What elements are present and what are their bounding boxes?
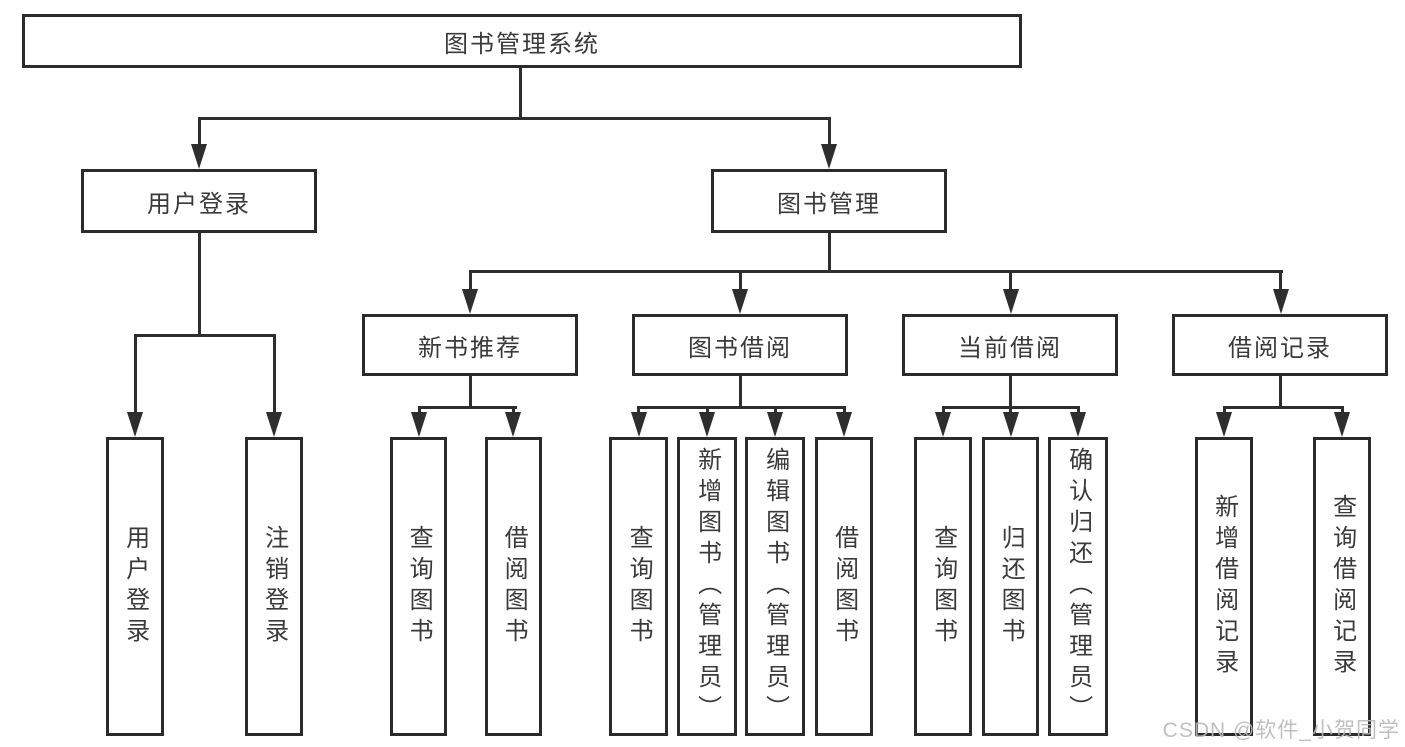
connector-line xyxy=(1222,406,1344,409)
leaf-borrow-books-borrow-label: 借阅图书 xyxy=(830,524,858,649)
arrow-down-icon xyxy=(191,144,207,169)
watermark: CSDN @软件_小贺同学 xyxy=(1162,719,1400,742)
node-current-borrowing: 当前借阅 xyxy=(902,314,1118,376)
leaf-query-books-borrow-label: 查询图书 xyxy=(625,524,653,649)
leaf-return-books-label: 归还图书 xyxy=(997,524,1025,649)
arrow-down-icon xyxy=(1272,289,1289,314)
connector-line xyxy=(827,119,831,149)
arrow-down-icon xyxy=(505,412,521,437)
leaf-borrow-books-newrec: 借阅图书 xyxy=(485,437,542,736)
connector-line xyxy=(197,117,831,120)
leaf-query-borrow-record: 查询借阅记录 xyxy=(1313,437,1371,736)
arrow-down-icon xyxy=(767,412,783,437)
arrow-down-icon xyxy=(1070,412,1086,437)
leaf-query-books-current-label: 查询图书 xyxy=(929,524,957,649)
node-user-login-label: 用户登录 xyxy=(147,190,251,218)
leaf-query-books-newrec: 查询图书 xyxy=(390,437,447,736)
leaf-query-books-current: 查询图书 xyxy=(914,437,972,736)
node-borrowing-records: 借阅记录 xyxy=(1172,314,1388,376)
node-library-system: 图书管理系统 xyxy=(22,14,1022,68)
leaf-user-login-label: 用户登录 xyxy=(121,524,149,649)
connector-line xyxy=(637,406,846,409)
connector-line xyxy=(1279,376,1282,408)
connector-line xyxy=(941,406,1080,409)
arrow-down-icon xyxy=(1334,412,1350,437)
connector-line xyxy=(1279,272,1282,294)
arrow-down-icon xyxy=(411,412,427,437)
leaf-add-books-admin: 新增图书（管理员） xyxy=(677,437,737,736)
connector-line xyxy=(1009,376,1012,408)
connector-line xyxy=(272,336,276,416)
leaf-add-borrow-record-label: 新增借阅记录 xyxy=(1210,493,1238,680)
arrow-down-icon xyxy=(462,289,478,314)
leaf-edit-books-admin: 编辑图书（管理员） xyxy=(745,437,805,736)
leaf-query-books-borrow: 查询图书 xyxy=(609,437,668,736)
arrow-down-icon xyxy=(266,412,282,437)
leaf-borrow-books-borrow: 借阅图书 xyxy=(815,437,873,736)
connector-line xyxy=(468,270,1283,273)
leaf-edit-books-admin-label: 编辑图书（管理员） xyxy=(761,447,789,726)
arrow-down-icon xyxy=(1216,412,1232,437)
arrow-down-icon xyxy=(732,289,748,314)
connector-line xyxy=(518,68,522,120)
leaf-confirm-return-admin: 确认归还（管理员） xyxy=(1048,437,1108,736)
node-library-system-label: 图书管理系统 xyxy=(444,30,600,58)
leaf-add-books-admin-label: 新增图书（管理员） xyxy=(693,447,721,726)
connector-line xyxy=(197,119,201,149)
connector-line xyxy=(468,272,472,294)
connector-line xyxy=(197,233,201,337)
leaf-borrow-books-newrec-label: 借阅图书 xyxy=(500,524,528,649)
arrow-down-icon xyxy=(1002,289,1019,314)
connector-line xyxy=(1009,272,1012,294)
arrow-down-icon xyxy=(821,144,837,169)
leaf-logout: 注销登录 xyxy=(245,437,303,736)
node-book-management-label: 图书管理 xyxy=(777,190,881,218)
arrow-down-icon xyxy=(699,412,715,437)
leaf-query-borrow-record-label: 查询借阅记录 xyxy=(1328,493,1356,680)
leaf-user-login: 用户登录 xyxy=(106,437,164,736)
node-user-login: 用户登录 xyxy=(81,169,317,233)
connector-line xyxy=(468,376,472,408)
leaf-query-books-newrec-label: 查询图书 xyxy=(405,524,433,649)
leaf-add-borrow-record: 新增借阅记录 xyxy=(1195,437,1253,736)
connector-line xyxy=(417,406,517,409)
connector-line xyxy=(133,334,276,337)
arrow-down-icon xyxy=(935,412,951,437)
node-book-borrowing-label: 图书借阅 xyxy=(688,334,792,362)
arrow-down-icon xyxy=(1002,412,1019,437)
node-book-management: 图书管理 xyxy=(711,169,947,233)
leaf-logout-label: 注销登录 xyxy=(260,524,288,649)
connector-line xyxy=(738,376,742,408)
connector-line xyxy=(827,233,831,273)
arrow-down-icon xyxy=(630,412,647,437)
node-borrowing-records-label: 借阅记录 xyxy=(1228,334,1332,362)
connector-line xyxy=(738,272,742,294)
node-book-borrowing: 图书借阅 xyxy=(632,314,848,376)
arrow-down-icon xyxy=(127,412,143,437)
node-new-book-recommend-label: 新书推荐 xyxy=(418,334,522,362)
node-current-borrowing-label: 当前借阅 xyxy=(958,334,1062,362)
leaf-return-books: 归还图书 xyxy=(982,437,1039,736)
connector-line xyxy=(133,336,137,416)
leaf-confirm-return-admin-label: 确认归还（管理员） xyxy=(1064,447,1092,726)
arrow-down-icon xyxy=(836,412,852,437)
node-new-book-recommend: 新书推荐 xyxy=(362,314,578,376)
